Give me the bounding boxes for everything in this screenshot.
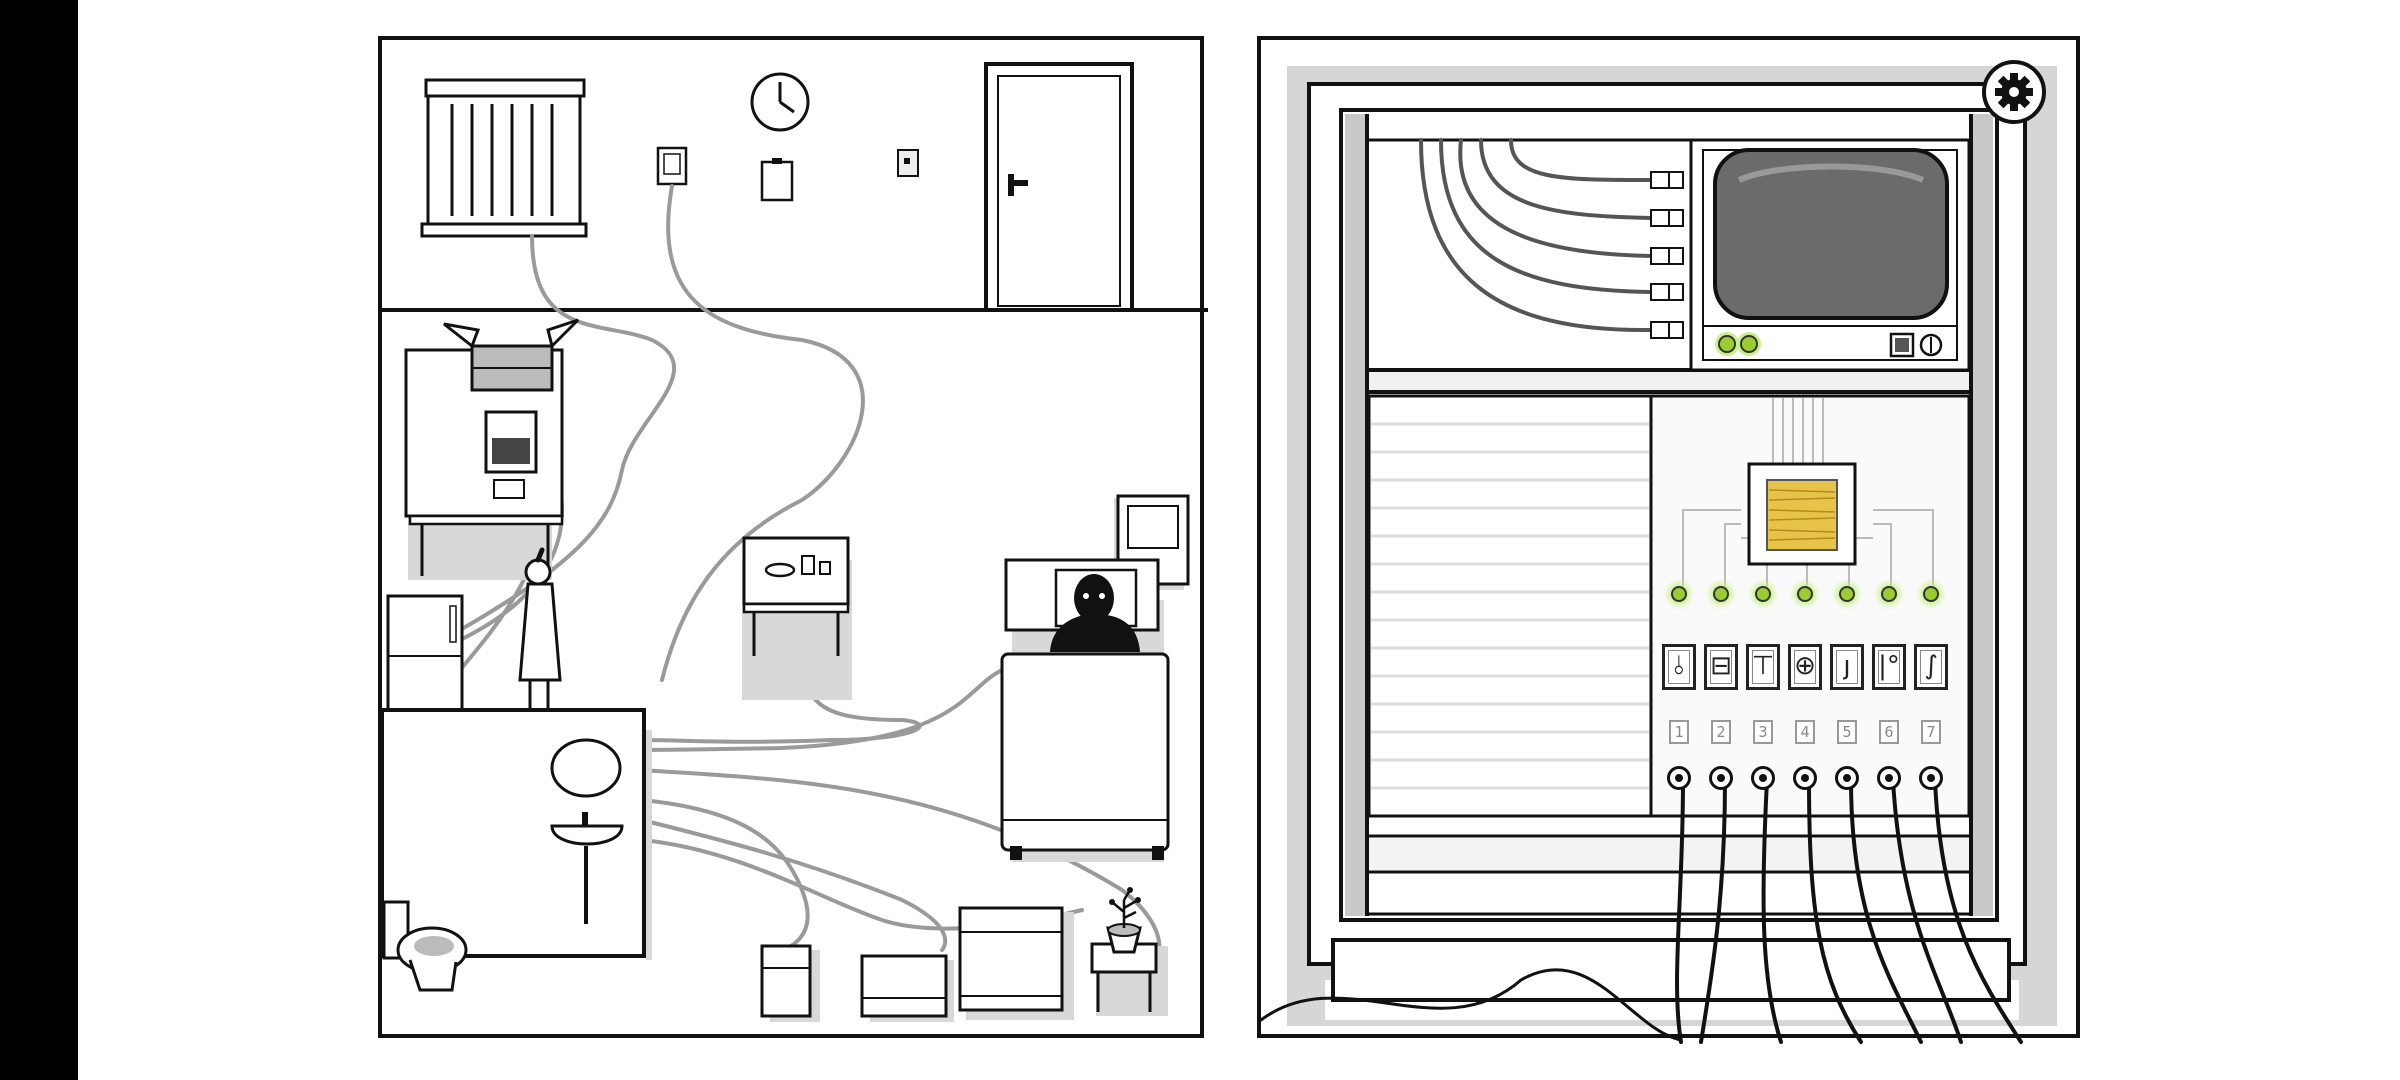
symbol-button-1[interactable]: ⫰ — [1662, 644, 1696, 690]
slot-number-6: 6 — [1879, 720, 1899, 744]
woman-character[interactable] — [518, 547, 562, 710]
cable-socket-2[interactable] — [1709, 766, 1733, 790]
cardboard-box[interactable] — [443, 318, 580, 392]
toilet[interactable] — [382, 900, 468, 992]
indicator-led-2 — [1713, 586, 1729, 602]
settings-button[interactable] — [1982, 60, 2046, 124]
indicator-led-5 — [1839, 586, 1855, 602]
light-switch[interactable] — [897, 149, 919, 177]
slot-number-5: 5 — [1837, 720, 1857, 744]
wall-clock[interactable] — [750, 72, 810, 132]
sensor-chip[interactable] — [1747, 462, 1857, 566]
monitor-lights — [1715, 332, 1761, 356]
small-table[interactable] — [742, 536, 852, 700]
room-scene — [380, 62, 1208, 1022]
slot-number-4: 4 — [1795, 720, 1815, 744]
indicator-led-1 — [1671, 586, 1687, 602]
slot-number-1: 1 — [1669, 720, 1689, 744]
man-in-bed[interactable] — [1050, 574, 1140, 652]
machine-cabinet — [1259, 66, 2057, 1044]
cable-ports[interactable] — [1650, 171, 1684, 339]
washing-machine[interactable] — [958, 906, 1074, 1020]
upper-cables — [1419, 138, 1653, 333]
stove-counter[interactable] — [404, 348, 564, 580]
gear-icon — [1995, 73, 2033, 111]
slot-number-3: 3 — [1753, 720, 1773, 744]
indicator-led-3 — [1755, 586, 1771, 602]
vent-grille — [1367, 394, 1653, 818]
cable-socket-3[interactable] — [1751, 766, 1775, 790]
sink[interactable] — [550, 812, 624, 924]
fridge[interactable] — [386, 594, 464, 716]
indicator-led-7 — [1923, 586, 1939, 602]
indicator-led-6 — [1881, 586, 1897, 602]
slot-number-7: 7 — [1921, 720, 1941, 744]
plant-stand[interactable] — [1090, 887, 1168, 1016]
door[interactable] — [984, 62, 1134, 312]
mirror[interactable] — [550, 738, 622, 798]
symbol-button-3[interactable]: ⊤ — [1746, 644, 1780, 690]
symbol-button-4[interactable]: ⊕ — [1788, 644, 1822, 690]
monitor[interactable] — [1689, 138, 1971, 372]
machine-panel: ⫰ ⊟ ⊤ ⊕ ȷ |° ∫ 1 2 3 4 5 6 7 — [1257, 36, 2080, 1044]
symbol-button-7[interactable]: ∫ — [1914, 644, 1948, 690]
cabinet-small[interactable] — [760, 944, 820, 1022]
indicator-led-4 — [1797, 586, 1813, 602]
cable-socket-5[interactable] — [1835, 766, 1859, 790]
slot-number-2: 2 — [1711, 720, 1731, 744]
cable-socket-7[interactable] — [1919, 766, 1943, 790]
room-panel — [378, 36, 1208, 1038]
letterbox-bar — [0, 0, 78, 1080]
cable-socket-6[interactable] — [1877, 766, 1901, 790]
symbol-button-2[interactable]: ⊟ — [1704, 644, 1738, 690]
symbol-button-5[interactable]: ȷ — [1830, 644, 1864, 690]
socket-cables — [1259, 778, 2023, 1044]
cable-socket-1[interactable] — [1667, 766, 1691, 790]
clipboard[interactable] — [760, 158, 794, 202]
dresser[interactable] — [860, 954, 954, 1022]
window[interactable] — [420, 78, 588, 238]
wall-outlet[interactable] — [656, 146, 688, 186]
symbol-button-6[interactable]: |° — [1872, 644, 1906, 690]
cable-socket-4[interactable] — [1793, 766, 1817, 790]
